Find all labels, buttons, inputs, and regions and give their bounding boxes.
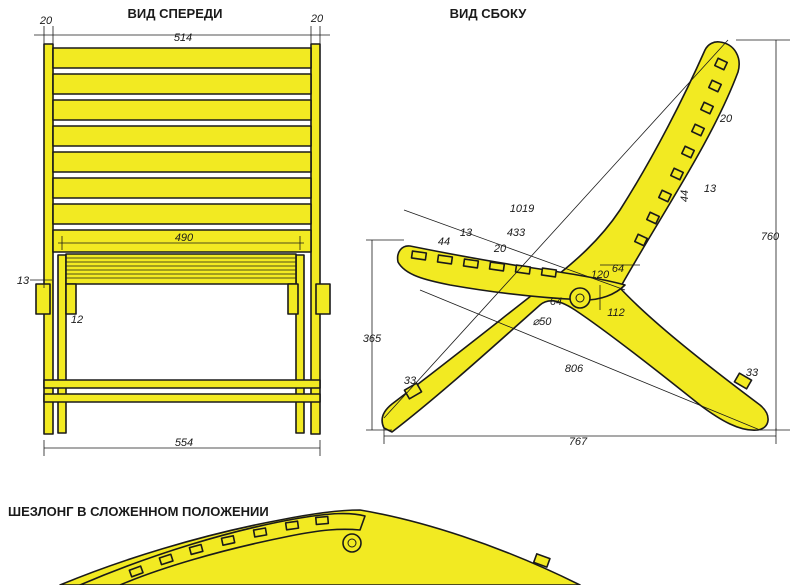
dim-hinge-c: 64 — [550, 296, 562, 308]
side-view-title: ВИД СБОКУ — [450, 6, 528, 21]
dim-side-depth: 12 — [71, 314, 83, 326]
dim-base-width: 554 — [175, 437, 193, 449]
side-dimension-lines — [366, 39, 790, 444]
dim-slat-pitch-back: 44 — [679, 190, 691, 202]
dim-left-post: 20 — [39, 15, 53, 27]
dim-foot-right: 33 — [746, 367, 759, 379]
dim-slat-gap-seat: 20 — [493, 243, 507, 255]
side-hinge-bolt — [569, 287, 591, 309]
dim-hinge-a: 120 — [591, 269, 610, 281]
dim-diag-back: 1019 — [510, 203, 534, 215]
folded-hinge-bolt — [342, 533, 362, 553]
front-seat-slats — [65, 253, 297, 285]
side-seat-slats — [410, 250, 558, 278]
side-left-foot — [403, 382, 423, 400]
front-right-post — [310, 43, 321, 435]
side-right-foot — [733, 372, 753, 390]
dim-depth: 767 — [569, 436, 588, 448]
side-back-leg — [381, 41, 769, 433]
front-side-dimension: 13 12 — [17, 274, 83, 326]
front-right-inner-block — [287, 283, 299, 315]
folded-lower-member — [59, 509, 581, 585]
front-view-title: ВИД СПЕРЕДИ — [128, 6, 223, 21]
dim-hinge-d: 112 — [607, 307, 625, 319]
side-back-slats — [633, 57, 729, 247]
dim-front-height: 365 — [363, 333, 382, 345]
front-left-block — [35, 283, 51, 315]
folded-upper-member — [79, 512, 366, 585]
front-lower-rail — [43, 379, 321, 389]
front-view: ВИД СПЕРЕДИ 20 514 20 — [17, 6, 331, 456]
side-view: ВИД СБОКУ — [363, 6, 790, 448]
front-left-post — [43, 43, 54, 435]
dim-top-width: 514 — [174, 32, 192, 44]
dim-slat-gap-back: 20 — [719, 113, 733, 125]
dim-slat-width-back: 13 — [704, 183, 717, 195]
folded-slats — [128, 515, 551, 578]
dim-slat-width-seat: 13 — [460, 227, 473, 239]
front-inner-left-leg — [57, 254, 67, 434]
front-left-inner-block — [65, 283, 77, 315]
folded-view: ШЕЗЛОНГ В СЛОЖЕННОМ ПОЛОЖЕНИИ — [8, 504, 581, 585]
dim-hinge-b: 64 — [612, 263, 624, 275]
folded-view-title: ШЕЗЛОНГ В СЛОЖЕННОМ ПОЛОЖЕНИИ — [8, 504, 269, 519]
front-base-dimension: 554 — [43, 437, 321, 456]
dim-hinge-hole: ⌀50 — [533, 316, 553, 328]
front-inner-right-leg — [295, 254, 305, 434]
front-right-block — [315, 283, 331, 315]
dim-side-offset: 13 — [17, 275, 30, 287]
front-top-dimension: 20 514 20 — [34, 13, 330, 50]
front-back-slats — [52, 47, 312, 253]
dim-seat-run: 433 — [507, 227, 526, 239]
folded-hinge-hole — [347, 538, 357, 548]
front-seat-dimension: 490 — [58, 232, 304, 250]
front-bottom-rail — [43, 393, 321, 403]
dim-height: 760 — [761, 231, 780, 243]
dim-diag-seat: 806 — [565, 363, 584, 375]
dim-foot-left: 33 — [404, 375, 417, 387]
dim-right-post: 20 — [310, 13, 324, 25]
dim-slat-pitch-seat: 44 — [438, 236, 450, 248]
dim-seat-width: 490 — [175, 232, 194, 244]
side-hinge-hole — [575, 293, 585, 303]
